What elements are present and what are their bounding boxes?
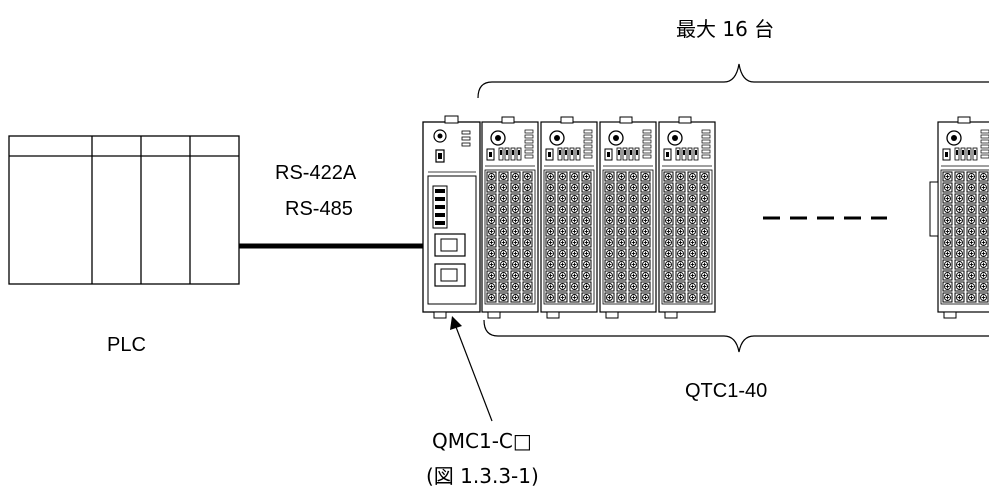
protocol-label-2: RS-485 bbox=[285, 198, 353, 220]
protocol-label-1: RS-422A bbox=[275, 162, 357, 184]
plc-label: PLC bbox=[107, 334, 146, 356]
controller-module-icon bbox=[422, 115, 481, 319]
master-model-label: QMC1-C□ bbox=[432, 429, 532, 453]
temperature-module-icon bbox=[599, 116, 657, 319]
temperature-module-icon bbox=[658, 116, 716, 319]
temperature-module-icon bbox=[540, 116, 598, 319]
bottom-brace bbox=[483, 319, 989, 353]
plc-rack-icon bbox=[8, 135, 240, 285]
figure-reference: (図 1.3.3-1) bbox=[426, 464, 539, 488]
pointer-arrowhead bbox=[450, 316, 462, 330]
max-units-label: 最大 16 台 bbox=[676, 17, 775, 41]
temperature-module-icon bbox=[937, 116, 989, 319]
module-rack bbox=[481, 116, 989, 319]
top-brace bbox=[477, 63, 989, 99]
temperature-module-icon bbox=[481, 116, 539, 319]
module-side-bracket bbox=[929, 181, 939, 237]
pointer-arrow-line bbox=[455, 326, 493, 422]
module-series-label: QTC1-40 bbox=[685, 380, 768, 402]
